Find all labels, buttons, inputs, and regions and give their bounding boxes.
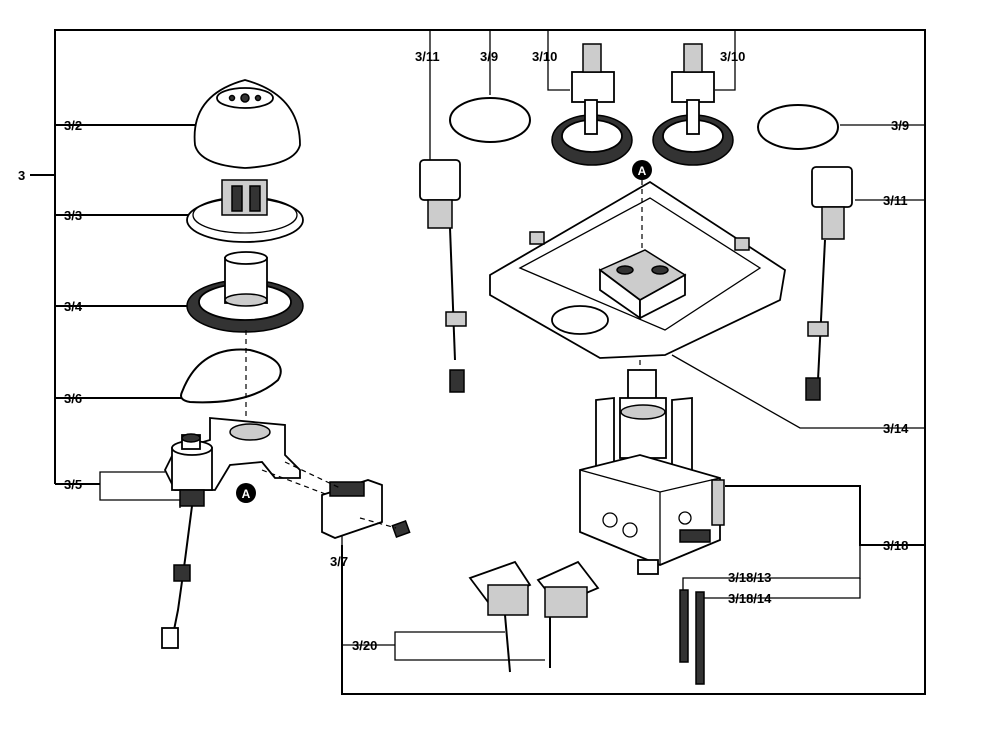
frame-lines [30, 29, 926, 695]
label-3: 3 [18, 168, 25, 183]
label-3-6: 3/6 [64, 391, 82, 406]
label-3-3: 3/3 [64, 208, 82, 223]
part-gear-adjuster-right [652, 43, 734, 166]
label-3-5: 3/5 [64, 477, 82, 492]
part-belt [180, 348, 282, 404]
part-base-frame [489, 180, 786, 372]
label-3-10-left: 3/10 [532, 49, 557, 64]
part-strip-14 [695, 591, 705, 685]
marker-a-left: A [236, 483, 256, 503]
label-3-7: 3/7 [330, 554, 348, 569]
label-3-20: 3/20 [352, 638, 377, 653]
part-motor-plate [186, 179, 304, 243]
part-strip-13 [679, 589, 689, 663]
part-sensor-plate [245, 330, 411, 539]
labels: 3 3/2 3/3 3/4 3/6 3/5 3/7 3/11 3/9 3/10 … [18, 49, 909, 653]
label-3-18: 3/18 [883, 538, 908, 553]
part-oring-left [449, 97, 531, 143]
part-central-housing [579, 369, 725, 575]
part-cap [193, 79, 301, 169]
part-gear-adjuster-left [551, 43, 633, 166]
label-3-2: 3/2 [64, 118, 82, 133]
part-bracket-assembly [161, 417, 301, 649]
label-3-11-left: 3/11 [415, 49, 440, 64]
label-3-9-right: 3/9 [891, 118, 909, 133]
part-sensor-board-left [468, 560, 532, 673]
part-gear-wheel [186, 251, 304, 333]
label-3-18-13: 3/18/13 [728, 570, 771, 585]
marker-a-top-label: A [638, 164, 647, 178]
part-probe-left [419, 159, 467, 393]
label-3-9-left: 3/9 [480, 49, 498, 64]
label-3-10-right: 3/10 [720, 49, 745, 64]
label-3-14: 3/14 [883, 421, 909, 436]
marker-a-left-label: A [242, 487, 251, 501]
label-3-11-right: 3/11 [883, 193, 908, 208]
part-sensor-board-right [536, 560, 600, 668]
part-oring-right [757, 104, 839, 150]
label-3-18-14: 3/18/14 [728, 591, 772, 606]
label-3-4: 3/4 [64, 299, 83, 314]
part-probe-right [805, 166, 853, 401]
marker-a-top: A [632, 160, 652, 180]
